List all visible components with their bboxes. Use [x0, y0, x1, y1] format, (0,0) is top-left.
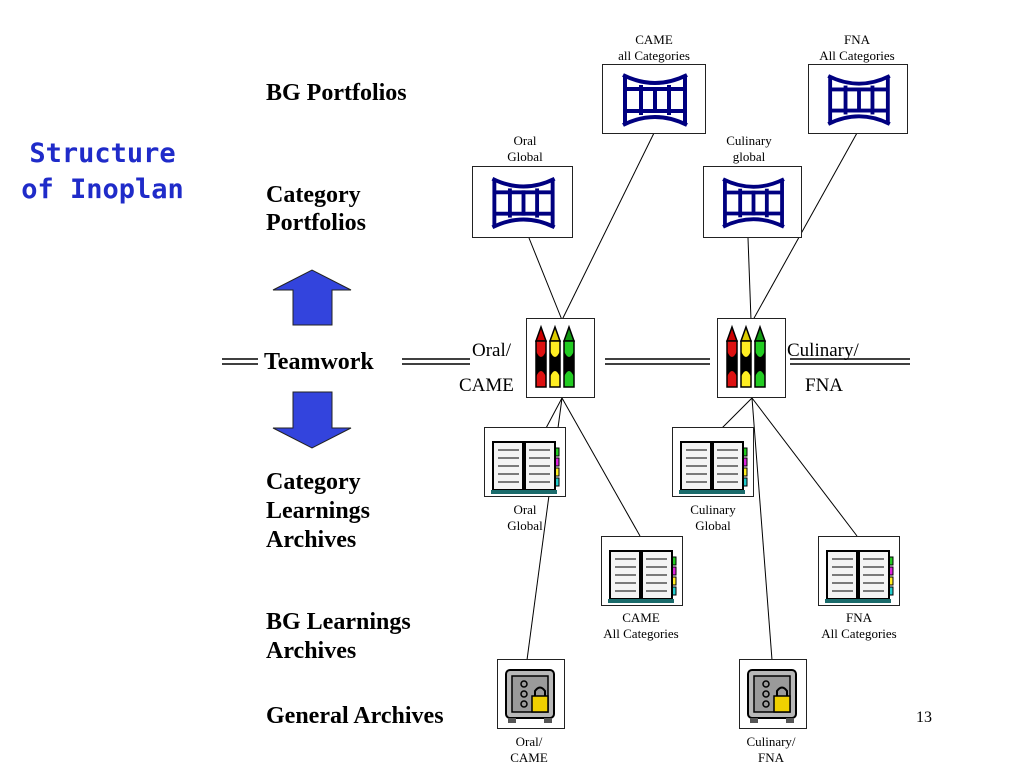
- label-culinary-global-learnings: Culinary Global: [668, 502, 758, 534]
- crayons-icon: [534, 324, 576, 388]
- level-bg-learnings: BG Learnings Archives: [266, 608, 411, 666]
- label-came-l: CAME: [622, 610, 660, 625]
- label-all-categories: all Categories: [618, 48, 690, 63]
- label-culinary-l: Culinary: [690, 502, 736, 517]
- line-oral-team-to-came-learnings: [561, 397, 641, 537]
- level-category-portfolios-line2: Portfolios: [266, 210, 366, 236]
- label-culinary-a: Culinary/: [746, 734, 796, 749]
- learnings-culinary-global-box[interactable]: [672, 427, 754, 497]
- crayons-icon: [725, 324, 767, 388]
- level-bg-learnings-line2: Archives: [266, 638, 357, 664]
- book-icon: [825, 550, 894, 603]
- label-oral-l: Oral: [513, 502, 537, 517]
- label-fna-all-learnings: FNA All Categories: [804, 610, 914, 642]
- line-came-portfolio-to-oral-team: [561, 132, 655, 321]
- level-category-portfolios: Category Portfolios: [266, 181, 366, 237]
- level-category-learnings-line3: Archives: [266, 527, 357, 553]
- learnings-oral-global-box[interactable]: [484, 427, 566, 497]
- level-category-learnings: Category Learnings Archives: [266, 468, 370, 555]
- label-came-a: CAME: [510, 750, 548, 765]
- label-culinary: Culinary: [726, 133, 772, 148]
- label-all-categories-fl: All Categories: [821, 626, 897, 641]
- label-oral-a: Oral/: [515, 734, 543, 749]
- line-culinary-team-to-fna-learnings: [751, 397, 858, 537]
- level-teamwork: Teamwork: [264, 349, 374, 375]
- portfolio-oral-global-box[interactable]: [472, 166, 573, 238]
- learnings-came-all-box[interactable]: [601, 536, 683, 606]
- portfolio-icon: [622, 73, 688, 127]
- label-fna: FNA: [843, 32, 870, 47]
- line-culinary-global-to-culinary-team: [747, 237, 752, 321]
- learnings-fna-all-box[interactable]: [818, 536, 900, 606]
- slide-title: Structure of Inoplan: [10, 136, 195, 208]
- level-bg-portfolios: BG Portfolios: [266, 80, 407, 106]
- portfolio-icon: [722, 177, 785, 229]
- label-fna-l: FNA: [845, 610, 872, 625]
- label-oral: Oral: [513, 133, 537, 148]
- title-line-1: Structure: [29, 138, 176, 169]
- level-bg-learnings-line1: BG Learnings: [266, 609, 411, 635]
- teamwork-culinary-fna-box[interactable]: [717, 318, 786, 398]
- safe-icon: [505, 669, 555, 723]
- line-culinary-team-to-culinary-learnings: [719, 397, 753, 431]
- label-all-categories-fna: All Categories: [819, 48, 895, 63]
- line-culinary-team-to-culinary-archive: [751, 397, 773, 661]
- label-fna-a: FNA: [757, 750, 784, 765]
- label-team-culinary: Culinary/: [787, 340, 859, 361]
- level-category-learnings-line2: Learnings: [266, 498, 371, 524]
- level-general-archives: General Archives: [266, 703, 444, 729]
- book-icon: [608, 550, 677, 603]
- label-oral-global-learnings: Oral Global: [480, 502, 570, 534]
- line-oral-global-to-oral-team: [528, 237, 563, 321]
- book-icon: [679, 441, 748, 494]
- label-global-cl: Global: [695, 518, 731, 533]
- label-came-all-learnings: CAME All Categories: [586, 610, 696, 642]
- label-culinary-global-portfolio: Culinary global: [704, 133, 794, 165]
- portfolio-icon: [827, 74, 891, 126]
- down-arrow-icon: [272, 391, 352, 449]
- page-number: 13: [916, 709, 932, 726]
- label-global-lower: global: [732, 149, 766, 164]
- up-arrow-icon: [272, 269, 352, 326]
- label-culinary-fna-archive: Culinary/ FNA: [726, 734, 816, 766]
- archive-oral-came-box[interactable]: [497, 659, 565, 729]
- portfolio-came-all-box[interactable]: [602, 64, 706, 134]
- level-category-portfolios-line1: Category: [266, 182, 361, 208]
- label-oral-came-archive: Oral/ CAME: [484, 734, 574, 766]
- label-oral-global-portfolio: Oral Global: [480, 133, 570, 165]
- level-category-learnings-line1: Category: [266, 469, 361, 495]
- portfolio-fna-all-box[interactable]: [808, 64, 908, 134]
- label-fna-all-categories: FNA All Categories: [797, 32, 917, 64]
- label-global: Global: [507, 149, 543, 164]
- label-global-l: Global: [507, 518, 543, 533]
- line-oral-team-to-oral-learnings: [544, 397, 563, 431]
- label-team-fna: FNA: [805, 375, 844, 396]
- safe-icon: [747, 669, 797, 723]
- label-team-oral: Oral/: [472, 340, 512, 361]
- label-came-all-categories: CAME all Categories: [594, 32, 714, 64]
- teamwork-oral-came-box[interactable]: [526, 318, 595, 398]
- book-icon: [491, 441, 560, 494]
- label-came: CAME: [635, 32, 673, 47]
- title-line-2: of Inoplan: [21, 174, 184, 205]
- label-team-came: CAME: [459, 375, 514, 396]
- portfolio-icon: [491, 176, 556, 230]
- archive-culinary-fna-box[interactable]: [739, 659, 807, 729]
- label-all-categories-l: All Categories: [603, 626, 679, 641]
- line-fna-portfolio-to-culinary-team: [752, 132, 858, 321]
- portfolio-culinary-global-box[interactable]: [703, 166, 802, 238]
